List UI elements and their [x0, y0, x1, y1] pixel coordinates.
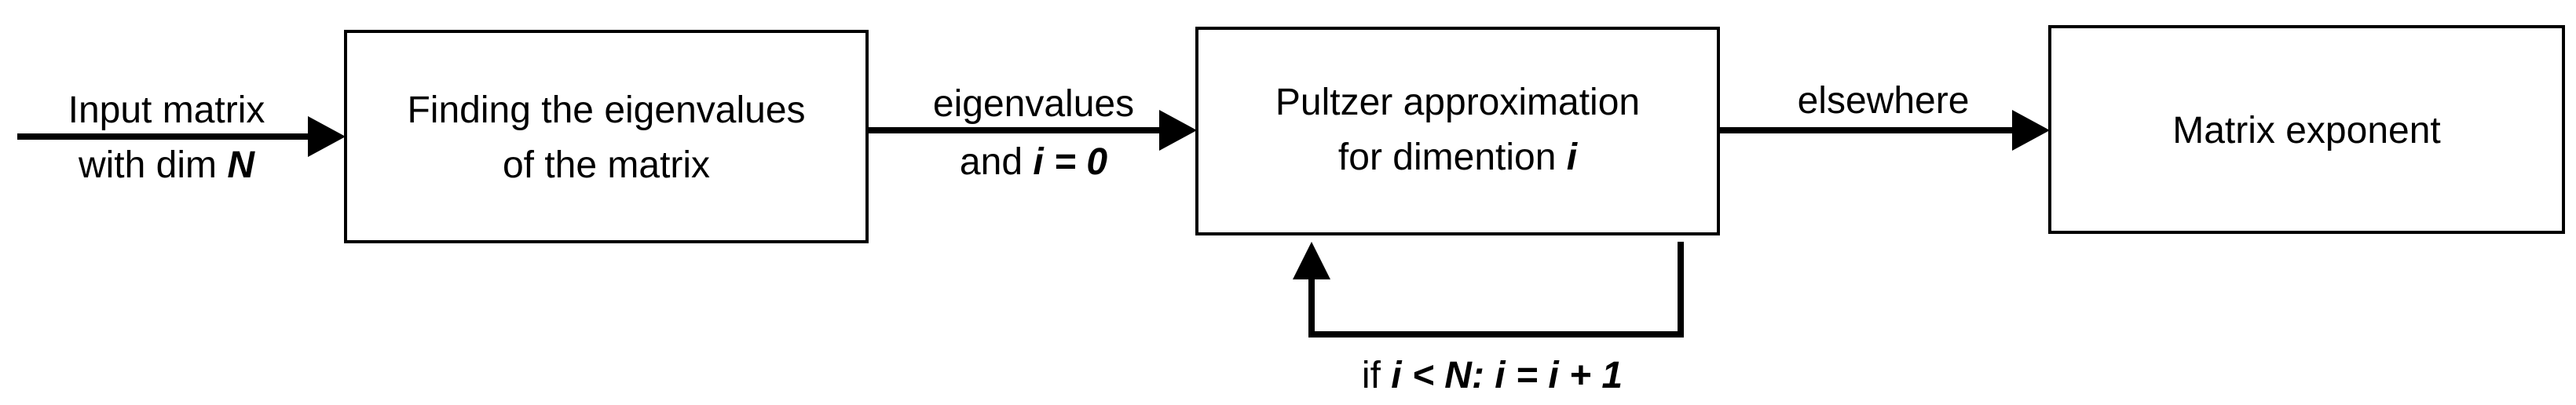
- input-label-line2: with dim N: [78, 144, 255, 186]
- matrix-exponent-box: Matrix exponent: [2048, 25, 2565, 234]
- loop-condition-label: if i < N: i = i + 1: [1362, 355, 1623, 396]
- pultzer-box-line2: for dimention i: [1338, 137, 1579, 178]
- elsewhere-arrow: [1718, 110, 2050, 151]
- input-label-line1: Input matrix: [68, 89, 265, 131]
- input-label: Input matrix with dim N: [68, 89, 265, 186]
- eigenvalues-arrow: [867, 110, 1197, 151]
- eigenvalues-label-line1: eigenvalues: [933, 83, 1134, 125]
- eigenvalues-label-line2: and i = 0: [960, 141, 1107, 183]
- pultzer-box: Pultzer approximation for dimention i: [1195, 27, 1720, 235]
- matrix-exponent-box-line1: Matrix exponent: [2172, 110, 2441, 151]
- elsewhere-label: elsewhere: [1798, 80, 1970, 122]
- loop-arrow: [1293, 242, 1684, 338]
- eigenvalues-label: eigenvalues and i = 0: [933, 83, 1134, 183]
- eigenvalues-box-line1: Finding the eigenvalues: [407, 89, 805, 131]
- input-arrow: [17, 116, 346, 157]
- pultzer-box-line1: Pultzer approximation: [1275, 82, 1640, 123]
- eigenvalues-box-line2: of the matrix: [503, 144, 710, 186]
- eigenvalues-box: Finding the eigenvalues of the matrix: [344, 30, 869, 243]
